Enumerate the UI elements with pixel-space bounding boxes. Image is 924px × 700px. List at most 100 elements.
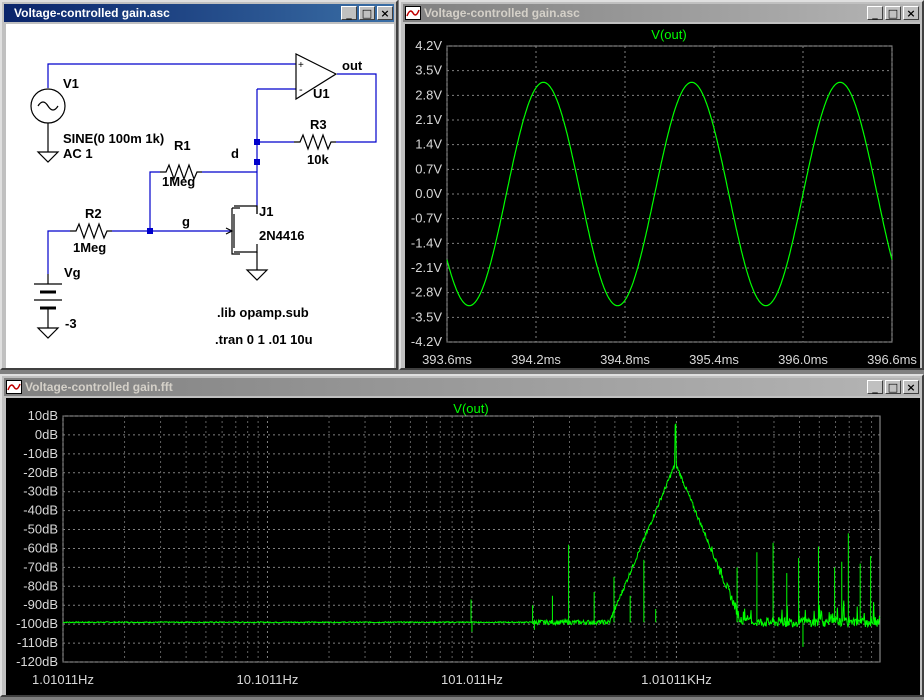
fft-x-tick-label: 1.01011Hz: [32, 672, 94, 687]
r2-resistor-symbol[interactable]: [70, 222, 112, 240]
j1-value-label: 2N4416: [259, 228, 305, 243]
transient-x-tick-label: 395.4ms: [689, 352, 739, 367]
transient-trace-label[interactable]: V(out): [651, 27, 686, 42]
r2-value-label: 1Meg: [73, 240, 106, 255]
transient-x-tick-label: 396.6ms: [867, 352, 917, 367]
transient-y-tick-label: 1.4V: [415, 137, 442, 152]
minimize-icon: _: [346, 6, 352, 20]
opamp-minus-label: -: [299, 84, 303, 96]
fft-y-tick-label: -60dB: [23, 540, 58, 555]
fft-title-bar[interactable]: Voltage-controlled gain.fft _ □ ×: [4, 378, 920, 396]
fft-y-tick-label: -110dB: [17, 635, 58, 650]
j1-label: J1: [259, 204, 273, 219]
fft-x-tick-label: 10.1011Hz: [237, 672, 299, 687]
close-icon: ×: [906, 380, 916, 394]
r1-label: R1: [174, 138, 191, 153]
close-button[interactable]: ×: [903, 380, 919, 394]
fft-y-tick-label: 0dB: [35, 427, 58, 442]
transient-y-tick-label: 4.2V: [415, 38, 442, 53]
v1-ac-label: AC 1: [63, 146, 93, 161]
transient-x-tick-label: 394.8ms: [600, 352, 650, 367]
v1-value-label: SINE(0 100m 1k): [63, 131, 164, 146]
minimize-button[interactable]: _: [867, 6, 883, 20]
transient-y-tick-label: 2.8V: [415, 87, 442, 102]
fft-y-tick-label: -90dB: [23, 597, 58, 612]
fft-x-ticks: 1.01011Hz 10.1011Hz 101.011Hz 1.01011KHz: [32, 672, 712, 687]
maximize-icon: □: [887, 380, 899, 394]
close-button[interactable]: ×: [903, 6, 919, 20]
jfet-j1-symbol[interactable]: [225, 205, 269, 281]
close-button[interactable]: ×: [377, 6, 393, 20]
transient-window: Voltage-controlled gain.asc _ □ × V(out)…: [399, 0, 924, 370]
transient-y-tick-label: -1.4V: [411, 235, 442, 250]
fft-y-tick-label: 10dB: [28, 408, 58, 423]
junction-dots: [147, 139, 260, 234]
opamp-plus-label: +: [298, 60, 304, 71]
r2-label: R2: [85, 206, 102, 221]
transient-y-tick-label: -3.5V: [411, 309, 442, 324]
transient-title-bar[interactable]: Voltage-controlled gain.asc _ □ ×: [403, 4, 920, 22]
maximize-button[interactable]: □: [359, 6, 375, 20]
v1-source-symbol[interactable]: [30, 88, 66, 163]
fft-y-tick-label: -120dB: [16, 654, 58, 669]
maximize-button[interactable]: □: [885, 380, 901, 394]
fft-x-tick-label: 101.011Hz: [441, 672, 503, 687]
fft-y-tick-label: -30dB: [23, 484, 58, 499]
vg-source-symbol[interactable]: [34, 274, 62, 339]
maximize-icon: □: [361, 6, 373, 20]
minimize-button[interactable]: _: [341, 6, 357, 20]
transient-y-tick-label: -2.8V: [411, 285, 442, 300]
transient-chart[interactable]: V(out) 4.2V3.5V2.8V2.1V1.4V0.7V0.0V-0.7V…: [405, 24, 920, 368]
fft-chart[interactable]: V(out) 10dB0dB-10dB-20dB-30dB-40dB-50dB-…: [6, 398, 920, 695]
fft-window-title: Voltage-controlled gain.fft: [25, 380, 173, 394]
transient-grid: [446, 45, 893, 343]
close-icon: ×: [380, 6, 390, 20]
transient-trace-v-out[interactable]: [446, 81, 893, 307]
close-icon: ×: [906, 6, 916, 20]
transient-y-tick-label: -4.2V: [411, 334, 442, 349]
transient-window-title: Voltage-controlled gain.asc: [424, 6, 580, 20]
lib-directive[interactable]: .lib opamp.sub: [217, 305, 309, 320]
r3-value-label: 10k: [307, 152, 329, 167]
net-out-label: out: [342, 58, 363, 73]
fft-y-tick-label: -70dB: [23, 559, 58, 574]
maximize-icon: □: [887, 6, 899, 20]
tran-directive[interactable]: .tran 0 1 .01 10u: [215, 332, 313, 347]
u1-label: U1: [313, 86, 330, 101]
r3-label: R3: [310, 117, 327, 132]
jfet-channel: [231, 207, 240, 255]
schematic-window: Voltage-controlled gain.asc _ □ ×: [0, 0, 398, 370]
net-g-label: g: [182, 214, 190, 229]
schematic-canvas[interactable]: + - V1 SINE(0 100m 1k) AC 1 R1 1Meg R2 1…: [6, 24, 394, 368]
fft-y-ticks: 10dB0dB-10dB-20dB-30dB-40dB-50dB-60dB-70…: [16, 408, 58, 669]
transient-y-tick-label: -2.1V: [411, 260, 442, 275]
fft-window: Voltage-controlled gain.fft _ □ × V(out)…: [0, 374, 924, 697]
vg-value-label: -3: [65, 316, 77, 331]
fft-y-tick-label: -50dB: [23, 522, 58, 537]
fft-x-tick-label: 1.01011KHz: [641, 672, 712, 687]
minimize-icon: _: [872, 6, 878, 20]
maximize-button[interactable]: □: [885, 6, 901, 20]
schematic-window-title: Voltage-controlled gain.asc: [14, 6, 170, 20]
fft-trace-label[interactable]: V(out): [453, 401, 488, 416]
vg-label: Vg: [64, 265, 81, 280]
fft-y-tick-label: -100dB: [16, 616, 58, 631]
transient-y-tick-label: 0.7V: [415, 161, 442, 176]
fft-spurs: [470, 533, 872, 647]
transient-x-tick-label: 394.2ms: [511, 352, 561, 367]
r3-resistor-symbol[interactable]: [294, 133, 336, 151]
r1-resistor-symbol[interactable]: [160, 163, 202, 181]
transient-y-ticks: 4.2V3.5V2.8V2.1V1.4V0.7V0.0V-0.7V-1.4V-2…: [411, 38, 442, 349]
r1-value-label: 1Meg: [162, 174, 195, 189]
fft-y-tick-label: -10dB: [23, 446, 58, 461]
fft-y-tick-label: -40dB: [23, 503, 58, 518]
schematic-drawing: + - V1 SINE(0 100m 1k) AC 1 R1 1Meg R2 1…: [30, 53, 377, 347]
minimize-icon: _: [872, 380, 878, 394]
schematic-title-bar[interactable]: Voltage-controlled gain.asc _ □ ×: [4, 4, 394, 22]
opamp-u1-symbol[interactable]: [295, 53, 338, 101]
minimize-button[interactable]: _: [867, 380, 883, 394]
transient-y-tick-label: 2.1V: [415, 112, 442, 127]
